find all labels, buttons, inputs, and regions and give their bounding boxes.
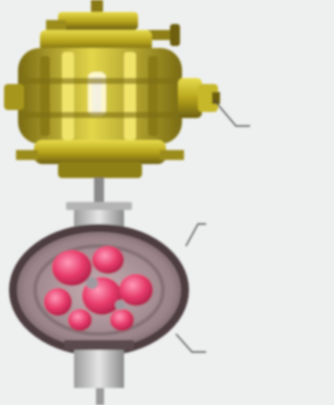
rotor-chamber: [9, 202, 189, 405]
leader-lines: [176, 100, 250, 352]
actuator-assembly: [4, 0, 220, 208]
leader-line-chamber: [186, 224, 206, 246]
leader-line-outlet: [176, 334, 206, 352]
